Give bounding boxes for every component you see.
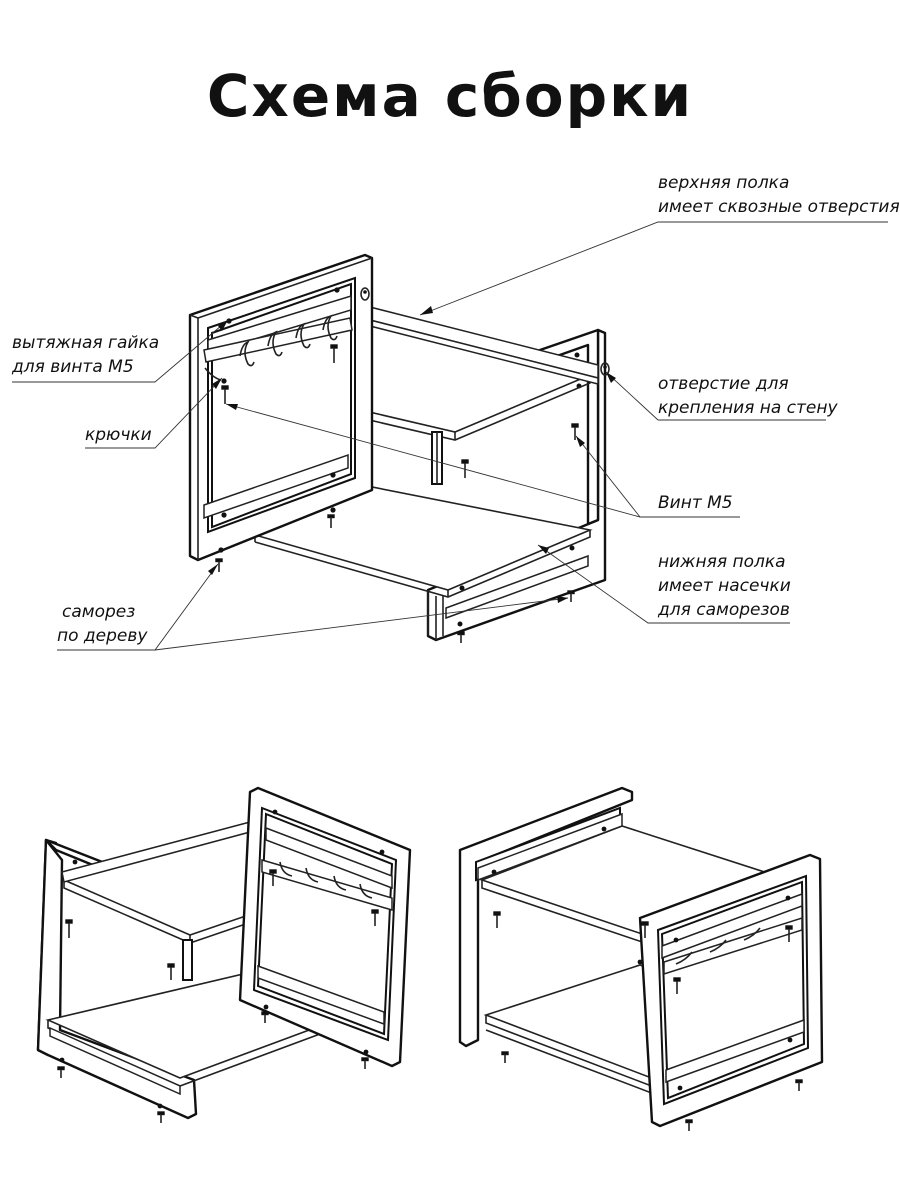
label-wall-hole-2: крепления на стену — [658, 398, 839, 418]
assembly-step-left-view — [36, 786, 412, 1123]
label-nut-1: вытяжная гайка — [12, 333, 159, 353]
leader-lines — [12, 221, 888, 651]
label-nut-2: для винта М5 — [11, 357, 134, 377]
label-bottom-shelf-3: для саморезов — [657, 600, 790, 620]
bottom-shelf — [252, 486, 593, 598]
label-bottom-shelf-2: имеет насечки — [658, 576, 791, 596]
right-frame — [426, 328, 607, 642]
label-wood-screw-2: по дереву — [57, 626, 148, 646]
m5-screws — [221, 344, 579, 478]
exploded-assembly-view: верхняя полка имеет сквозные отверстия в… — [11, 173, 900, 651]
wall-mount-holes — [360, 287, 610, 376]
wood-screws — [215, 514, 575, 643]
arrow-heads — [208, 306, 616, 603]
label-top-shelf-2: имеет сквозные отверстия — [658, 197, 900, 217]
assembly-step-right-view — [458, 786, 824, 1131]
label-bottom-shelf-1: нижняя полка — [658, 552, 786, 572]
label-hooks: крючки — [85, 425, 152, 445]
label-wall-hole-1: отверстие для — [658, 374, 789, 394]
label-screw-m5: Винт М5 — [658, 493, 733, 513]
page-title: Схема сборки — [206, 62, 694, 130]
label-wood-screw-1: саморез — [62, 602, 135, 622]
left-frame — [188, 253, 374, 562]
back-posts — [431, 431, 443, 485]
label-top-shelf-1: верхняя полка — [658, 173, 789, 193]
